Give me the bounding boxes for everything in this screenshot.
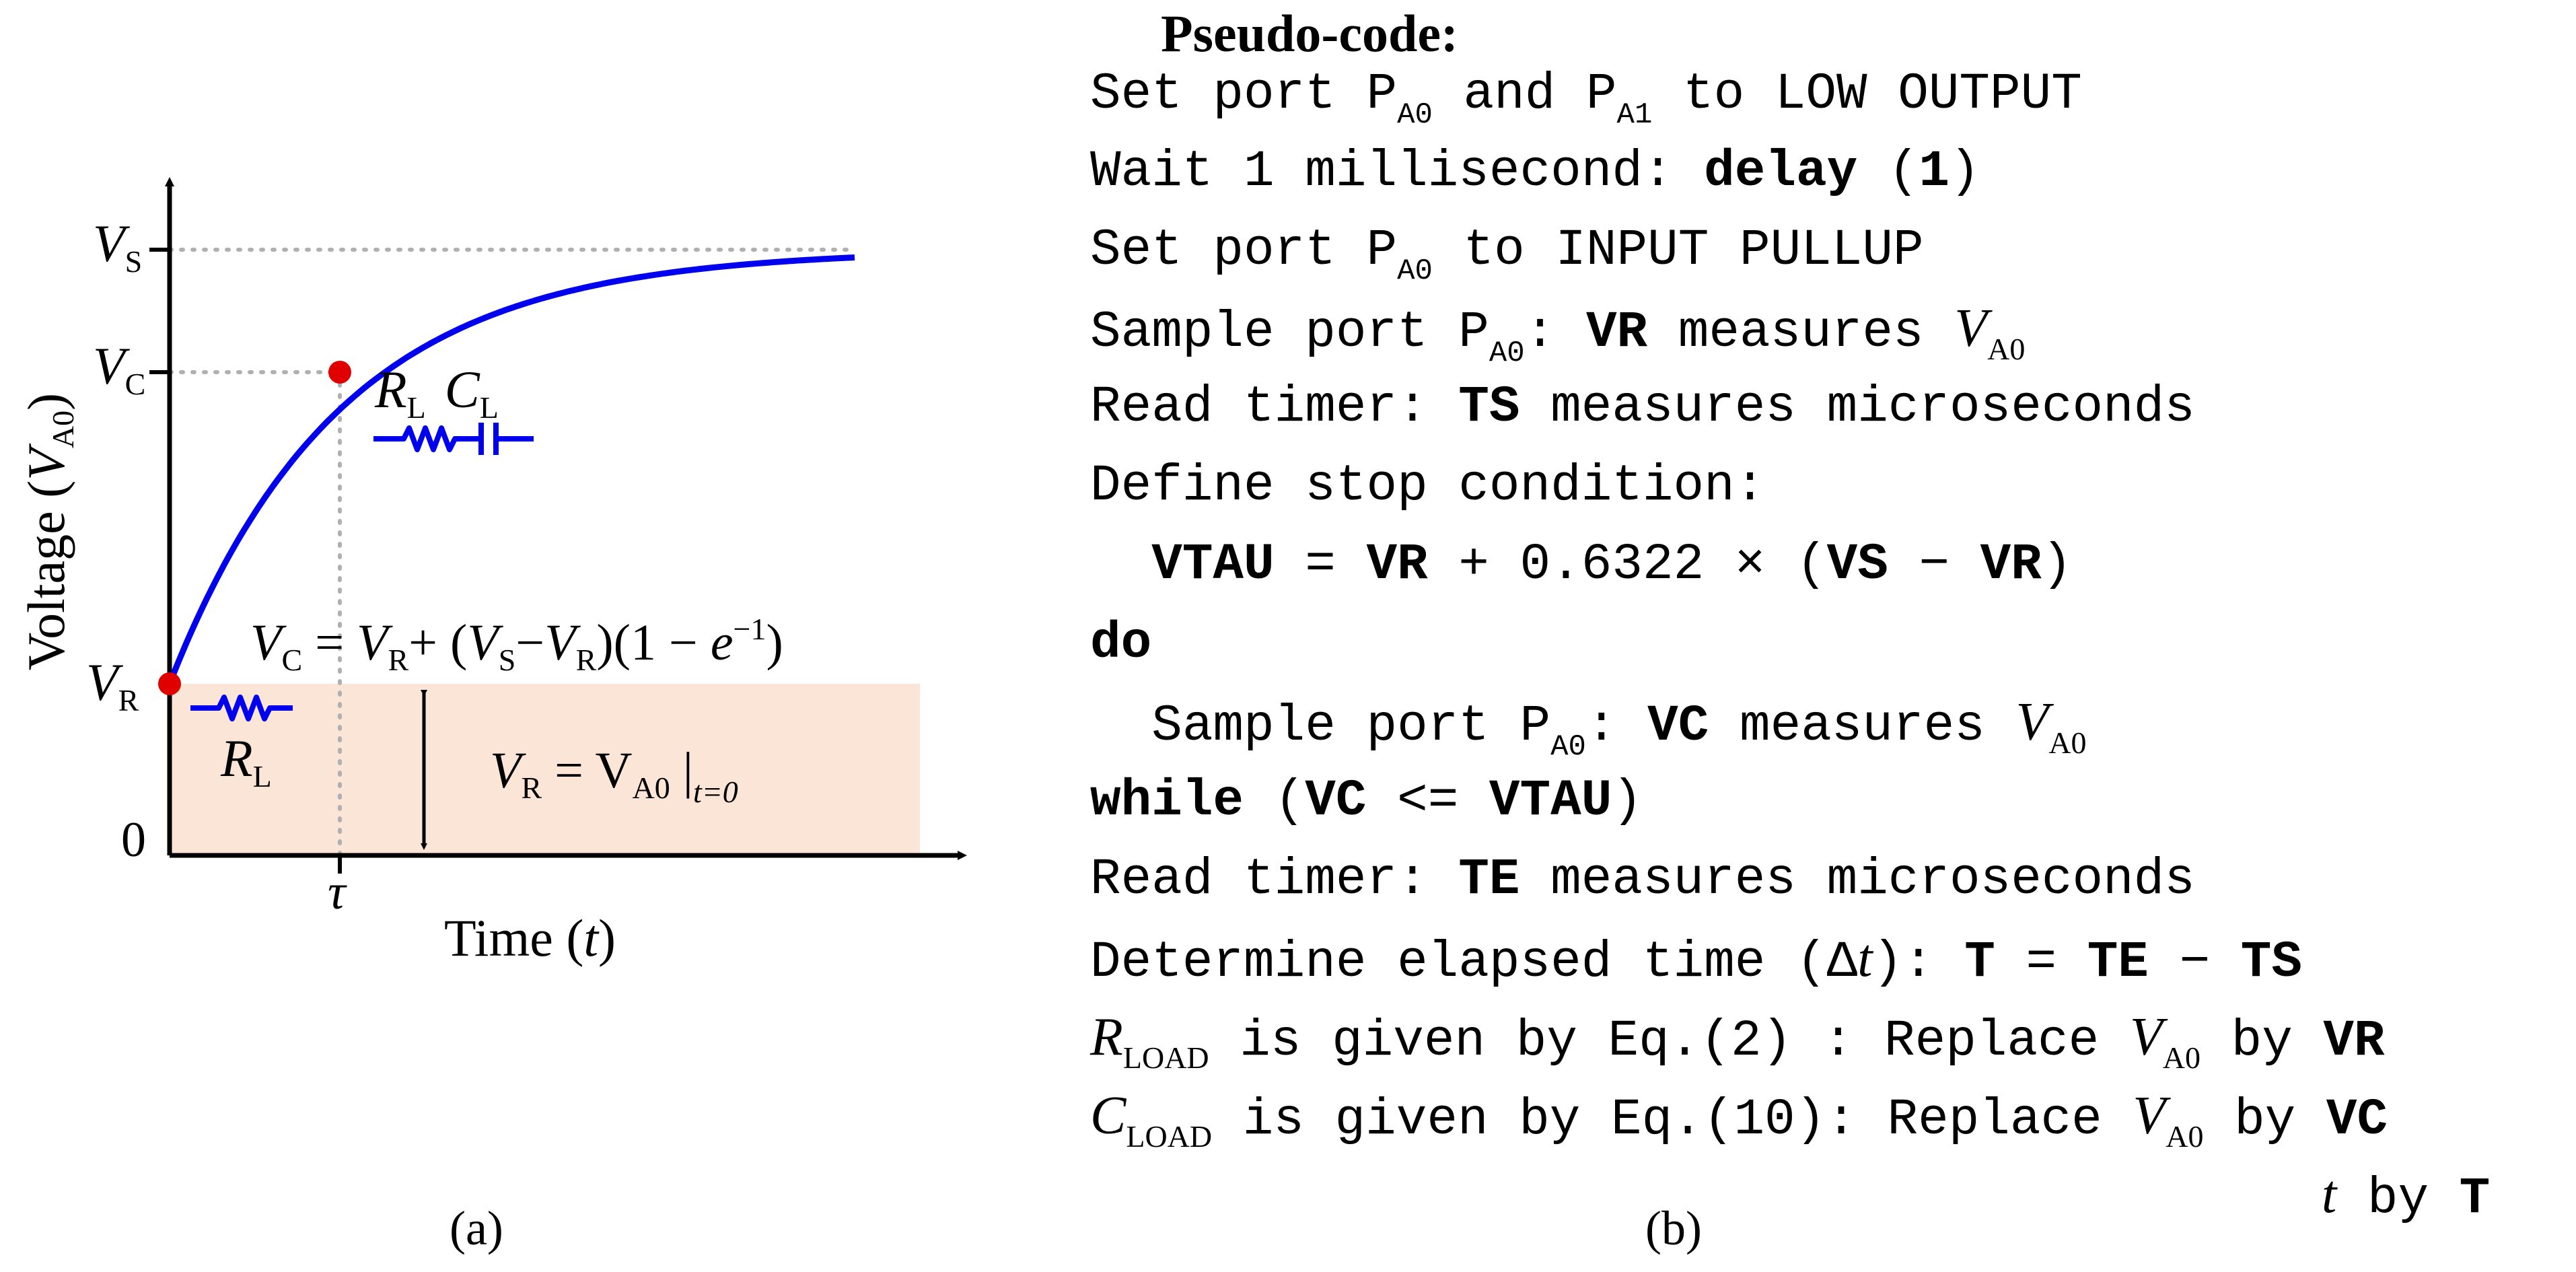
code-line-4: Sample port PA0: VR measures VA0 bbox=[1090, 299, 2026, 370]
x-axis-label: Time (t) bbox=[444, 909, 616, 967]
vr-equation: VR = VA0 |t=0 bbox=[490, 742, 738, 809]
code-line-6: Define stop condition: bbox=[1090, 457, 1766, 515]
pseudo-code-title: Pseudo-code: bbox=[1161, 4, 1458, 63]
code-line-11: Read timer: TE measures microseconds bbox=[1090, 851, 2195, 909]
resistor-icon-vr bbox=[190, 695, 293, 721]
code-line-15: t by T bbox=[2322, 1165, 2491, 1228]
tick-label-vc: VC bbox=[93, 337, 145, 401]
vc-equation: VC = VR+ (VS−VR)(1 − e−1) bbox=[250, 612, 783, 677]
tick-label-vr: VR bbox=[86, 653, 139, 717]
code-line-14: CLOAD is given by Eq.(10): Replace VA0 b… bbox=[1090, 1086, 2388, 1154]
vc-point bbox=[328, 361, 351, 384]
code-line-13: RLOAD is given by Eq.(2) : Replace VA0 b… bbox=[1090, 1008, 2385, 1075]
code-line-1: Set port PA0 and PA1 to LOW OUTPUT bbox=[1090, 65, 2082, 132]
charging-curve bbox=[166, 254, 855, 685]
panel-b-pseudo-code: Pseudo-code: Set port PA0 and PA1 to LOW… bbox=[1090, 0, 2571, 1272]
r-component-label: RL bbox=[220, 729, 272, 793]
vr-point bbox=[158, 672, 181, 695]
resistor-icon bbox=[373, 425, 471, 452]
code-line-5: Read timer: TS measures microseconds bbox=[1090, 378, 2195, 436]
caption-a: (a) bbox=[450, 1201, 503, 1255]
code-line-7: VTAU = VR + 0.6322 × (VS − VR) bbox=[1151, 536, 2073, 594]
tick-label-zero: 0 bbox=[121, 812, 146, 868]
tick-label-tau: τ bbox=[328, 865, 347, 920]
y-axis-label: Voltage (VA0) bbox=[17, 393, 80, 670]
caption-b: (b) bbox=[1645, 1201, 1702, 1255]
code-line-3: Set port PA0 to INPUT PULLUP bbox=[1090, 221, 1924, 288]
tick-label-vs: VS bbox=[93, 214, 142, 279]
code-line-10: while (VC <= VTAU) bbox=[1090, 772, 1643, 830]
code-line-8: do bbox=[1090, 614, 1152, 672]
resistor-capacitor-series-icon bbox=[373, 423, 534, 455]
vr-shaded-region bbox=[170, 684, 920, 855]
code-line-12: Determine elapsed time (Δt): T = TE − TS bbox=[1090, 929, 2302, 991]
code-line-9: Sample port PA0: VC measures VA0 bbox=[1090, 693, 2087, 764]
code-line-2: Wait 1 millisecond: delay (1) bbox=[1090, 143, 1980, 201]
